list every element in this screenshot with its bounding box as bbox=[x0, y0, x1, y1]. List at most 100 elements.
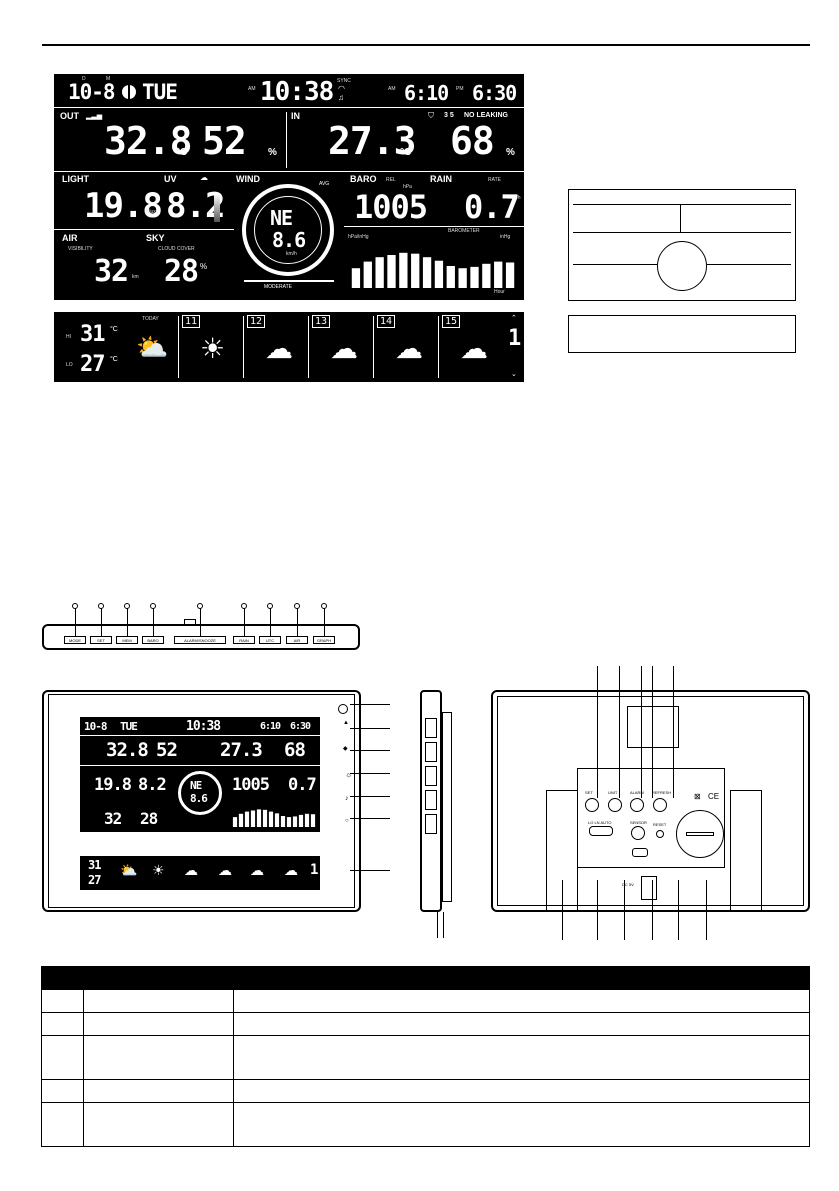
barometer-bar bbox=[434, 260, 444, 288]
wind-level: MODERATE bbox=[264, 284, 292, 290]
back-sensor-button[interactable] bbox=[631, 826, 645, 840]
back-set-button[interactable] bbox=[585, 798, 599, 812]
callout-leader bbox=[641, 666, 642, 798]
sun-icon: ☀ bbox=[200, 333, 226, 364]
forecast-divider bbox=[243, 316, 244, 378]
sky-value: 28 bbox=[164, 254, 199, 289]
bar-button-mode[interactable]: MODE bbox=[64, 636, 86, 644]
bell-icon: ♫ bbox=[338, 93, 344, 102]
backlight-switch[interactable] bbox=[589, 826, 613, 836]
back-alarm-button[interactable] bbox=[630, 798, 644, 812]
front-on-label: ○ bbox=[345, 818, 349, 824]
back-unit-button[interactable] bbox=[608, 798, 622, 812]
barometer-bar bbox=[399, 252, 408, 288]
bar-button-baro[interactable]: BARO bbox=[142, 636, 164, 644]
back-refresh-label: REFRESH bbox=[652, 790, 672, 795]
mini-rain-icon: ☁ bbox=[250, 862, 264, 878]
mini-lo: 27 bbox=[88, 873, 101, 887]
hi-unit: °C bbox=[110, 326, 118, 333]
table-row bbox=[41, 989, 810, 1013]
callout-marker bbox=[321, 603, 327, 609]
sky-sublabel: CLOUD COVER bbox=[158, 246, 195, 252]
air-unit: km bbox=[132, 274, 139, 280]
side-button[interactable] bbox=[425, 790, 437, 810]
barometer-bar bbox=[351, 268, 361, 288]
bar-button-alarm-snooze[interactable]: ALARM/SNOOZE bbox=[174, 636, 226, 644]
barometer-bar bbox=[458, 268, 467, 288]
in-temp-unit: °C bbox=[400, 147, 412, 158]
mini-sky: 28 bbox=[140, 809, 158, 828]
side-button[interactable] bbox=[425, 718, 437, 738]
callout-marker bbox=[98, 603, 104, 609]
out-humidity-unit: % bbox=[268, 147, 277, 158]
legend-circle bbox=[657, 241, 707, 291]
sun-cloud-icon: ☁ bbox=[200, 173, 208, 182]
baro-left-unit: hPa/inHg bbox=[348, 234, 369, 240]
barometer-bar bbox=[387, 255, 396, 288]
callout-leader bbox=[127, 606, 128, 636]
side-button[interactable] bbox=[425, 814, 437, 834]
bar-button-mem[interactable]: MEM bbox=[116, 636, 138, 644]
out-temp: 32.8 bbox=[104, 119, 193, 163]
bar-button-rain[interactable]: RAIN bbox=[233, 636, 255, 644]
date-m-label: M bbox=[106, 76, 111, 82]
mini-in-temp: 27.3 bbox=[220, 739, 263, 761]
in-humidity: 68 bbox=[450, 119, 495, 163]
barometer-bar bbox=[280, 816, 286, 827]
callout-leader bbox=[75, 606, 76, 636]
shield-icon: ⛉ bbox=[428, 111, 434, 120]
callout-leader bbox=[706, 880, 707, 940]
callout-leader bbox=[101, 606, 102, 636]
back-switch-label: LO LN AUTO bbox=[588, 820, 612, 825]
callout-leader bbox=[244, 606, 245, 636]
barometer-bar bbox=[411, 253, 420, 288]
barometer-bar bbox=[262, 809, 268, 827]
date-d-label: D bbox=[82, 76, 86, 82]
bar-button-utc[interactable]: UTC bbox=[259, 636, 281, 644]
sync-label: SYNC bbox=[337, 78, 351, 84]
barometer-bar bbox=[232, 817, 238, 827]
mini-wind-speed: 8.6 bbox=[190, 792, 208, 805]
front-lcd-miniature: 10-8 TUE 10:38 6:10 6:30 32.8 52 27.3 68… bbox=[80, 717, 320, 832]
callout-leader bbox=[350, 704, 390, 705]
callout-leader bbox=[624, 880, 625, 940]
forecast-page: 1 bbox=[508, 326, 521, 351]
wifi-icon: ◠ bbox=[338, 84, 345, 93]
mini-out-temp: 32.8 bbox=[106, 739, 149, 761]
alarm-pm-label: PM bbox=[456, 86, 464, 92]
barometer-bar bbox=[244, 811, 250, 827]
side-button[interactable] bbox=[425, 742, 437, 762]
in-humidity-unit: % bbox=[506, 147, 515, 158]
callout-leader bbox=[350, 750, 390, 751]
barometer-bar bbox=[298, 814, 304, 827]
barometer-bar bbox=[375, 257, 384, 288]
right-stand bbox=[730, 790, 762, 912]
mini-alarm-am: 6:10 bbox=[260, 721, 281, 732]
baro-label: BARO bbox=[350, 174, 377, 184]
front-mode-label: ▲ bbox=[343, 720, 349, 726]
bar-button-graph[interactable]: GRAPH bbox=[313, 636, 335, 644]
lightning-icon: ☁ bbox=[460, 333, 488, 364]
bar-button-air[interactable]: AIR bbox=[286, 636, 308, 644]
side-button[interactable] bbox=[425, 766, 437, 786]
lo-label: LO bbox=[66, 362, 73, 368]
legend-box bbox=[568, 315, 796, 353]
mini-date: 10-8 bbox=[84, 720, 107, 733]
signal-icon: ▂▃▅ bbox=[86, 113, 103, 120]
callout-leader bbox=[350, 796, 390, 797]
rain-value: 0.7 bbox=[464, 188, 520, 226]
back-reset-button[interactable] bbox=[656, 830, 664, 838]
clock-time: 10:38 bbox=[260, 77, 334, 107]
callout-leader bbox=[597, 666, 598, 798]
callout-leader bbox=[652, 666, 653, 798]
barometer-bar bbox=[446, 266, 455, 288]
hi-label: HI bbox=[66, 334, 71, 340]
back-refresh-button[interactable] bbox=[653, 798, 667, 812]
barometer-bar bbox=[505, 262, 515, 288]
battery-cover[interactable] bbox=[676, 810, 724, 858]
barometer-bar bbox=[256, 809, 262, 827]
bar-button-set[interactable]: SET bbox=[90, 636, 112, 644]
callout-marker bbox=[124, 603, 130, 609]
callout-leader bbox=[200, 606, 201, 636]
side-view bbox=[420, 690, 442, 912]
